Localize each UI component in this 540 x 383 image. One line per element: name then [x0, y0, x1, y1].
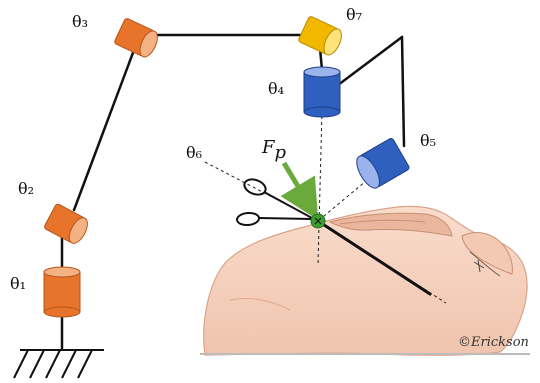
- label-theta5: θ₅: [420, 131, 436, 150]
- artist-signature: ©Erickson: [458, 335, 529, 350]
- patient-head: [461, 232, 513, 275]
- joint-theta4: [303, 66, 341, 118]
- neck-tube: [469, 251, 501, 277]
- contact-point: [310, 213, 326, 229]
- label-theta2: θ₂: [18, 179, 34, 198]
- surgical-tool-shaft: [316, 219, 432, 296]
- link-4-bracket: [332, 35, 404, 90]
- link-bracket-5: [400, 35, 406, 148]
- label-theta7: θ₇: [346, 5, 362, 24]
- label-force-symbol: F: [261, 137, 276, 158]
- abdominal-fold: [339, 219, 426, 225]
- label-theta3: θ₃: [72, 12, 88, 31]
- label-force: Fp: [261, 137, 287, 163]
- label-theta6: θ₆: [186, 143, 202, 162]
- patient-body: [200, 205, 530, 356]
- joint-theta5: [356, 138, 410, 189]
- abdominal-incision-shadow: [328, 212, 453, 237]
- neck-marker: [473, 259, 485, 273]
- link-2-3: [72, 48, 136, 212]
- joint-theta7: [298, 16, 342, 56]
- joint-theta1: [43, 266, 81, 318]
- force-arrow: [280, 161, 319, 221]
- theta4-axis: [317, 109, 323, 266]
- label-theta1: θ₁: [10, 274, 26, 293]
- label-theta4: θ₄: [268, 79, 284, 98]
- ground-base: [13, 349, 104, 379]
- label-force-subscript: p: [275, 142, 287, 163]
- body-contour: [229, 297, 291, 311]
- joint-theta3: [114, 18, 158, 58]
- joint-theta2: [44, 203, 88, 244]
- robot-links: [60, 33, 432, 350]
